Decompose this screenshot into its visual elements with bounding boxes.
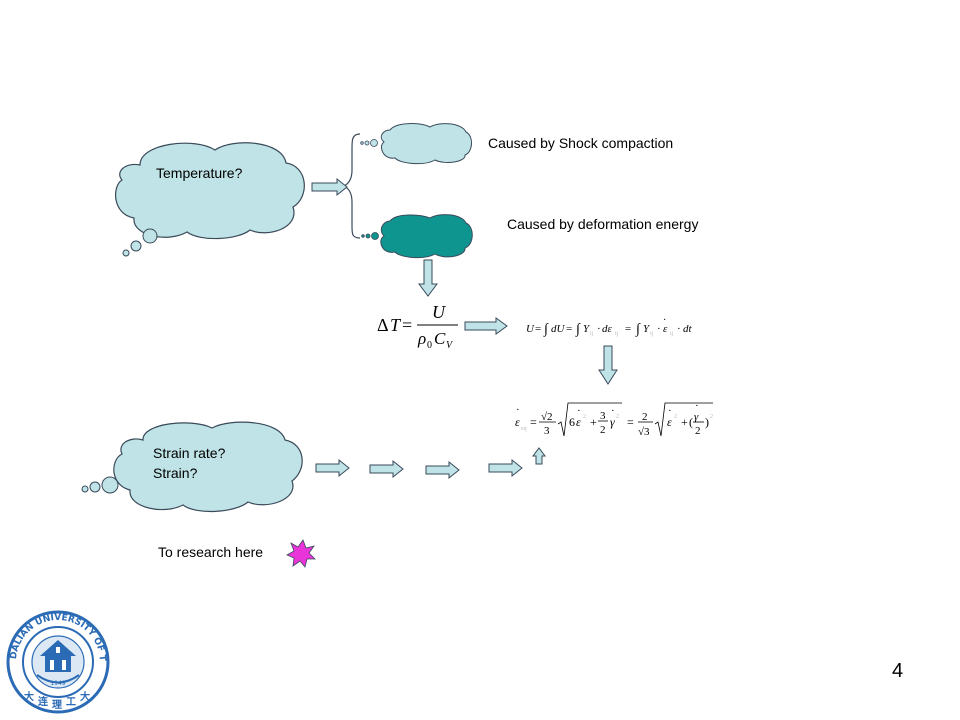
svg-text:2: 2 [600,424,606,436]
svg-text:=: = [402,315,412,335]
svg-text:ij: ij [615,331,619,337]
svg-text:=: = [627,415,634,429]
svg-text:·: · [657,323,661,335]
equation-strain-rate: ε · eq = √2 3 6 ε · 2 + 3 2 γ · 2 = 2 √3… [515,400,713,438]
svg-text:ε: ε [515,415,520,429]
svg-text:·: · [611,405,615,417]
svg-text:DALIAN UNIVERSITY OF TECHNOLOG: DALIAN UNIVERSITY OF TECHNOLOGY [0,0,107,662]
research-here-label: To research here [158,544,264,560]
arrow-strain-3 [425,460,460,480]
svg-text:ij: ij [650,331,654,337]
strain-cloud [81,421,303,513]
svg-text:γ: γ [610,415,615,429]
svg-text:·: · [577,405,581,417]
svg-text:U: U [526,323,535,335]
arrow-down-deformation [418,259,438,297]
arrow-strain-1 [315,458,350,478]
svg-text:dt: dt [683,323,693,335]
burst-star [286,539,316,568]
svg-text:3: 3 [544,425,550,437]
svg-text:·: · [695,400,699,412]
svg-text:√2: √2 [541,411,553,423]
arrow-to-energy [464,317,508,335]
strain-rate-label: Strain rate? [153,445,226,461]
svg-text:): ) [705,415,709,429]
svg-text:·: · [663,315,666,326]
svg-text:eq: eq [521,426,527,432]
shock-cloud [360,123,472,165]
svg-text:2: 2 [583,414,586,420]
svg-text:U: U [432,302,446,322]
svg-text:=: = [566,323,572,335]
svg-text:3: 3 [600,410,606,422]
equation-energy: U = ∫ dU = ∫ Y ij · dε ij = ∫ Y ij · ε ·… [526,315,693,337]
svg-text:2: 2 [674,414,677,420]
svg-text:ε: ε [576,415,581,429]
svg-text:大: 大 [80,690,90,703]
svg-text:C: C [434,329,446,348]
page-number: 4 [892,660,904,682]
svg-text:0: 0 [427,340,432,351]
svg-text:ij: ij [590,331,594,337]
svg-text:dU: dU [551,323,566,335]
svg-text:连: 连 [38,695,49,708]
svg-text:√3: √3 [638,426,650,438]
arrow-strain-2 [369,459,404,479]
svg-text:=: = [625,323,631,335]
deformation-energy-label: Caused by deformation energy [507,216,699,232]
svg-text:γ: γ [694,411,699,423]
svg-text:T: T [390,315,402,335]
svg-text:ij: ij [670,331,674,337]
svg-text:Δ: Δ [377,315,389,335]
svg-text:2: 2 [616,414,619,420]
svg-text:ρ: ρ [417,329,426,348]
equation-delta-t: Δ T = U ρ 0 C V [377,302,458,351]
svg-text:∫: ∫ [543,322,549,337]
svg-text:理: 理 [52,699,62,711]
svg-text:Y: Y [583,323,591,335]
svg-text:Y: Y [643,323,651,335]
svg-text:∫: ∫ [575,322,581,337]
svg-text:=: = [535,323,541,335]
arrow-down-energy [598,345,618,385]
svg-text:工: 工 [66,697,76,708]
svg-text:大: 大 [24,690,34,703]
svg-text:+: + [590,415,597,429]
university-logo: DALIAN UNIVERSITY OF TECHNOLOGY 1949 大连 … [0,0,110,714]
arrow-temperature [311,177,348,197]
svg-text:1949: 1949 [50,680,65,687]
temperature-label: Temperature? [156,165,243,181]
arrow-strain-4 [488,458,523,478]
svg-text:ε: ε [667,415,672,429]
svg-text:2: 2 [642,411,648,423]
svg-text:2: 2 [710,414,713,420]
svg-text:=: = [530,415,537,429]
strain-label: Strain? [153,465,198,481]
arrow-up [532,447,546,465]
svg-text:·: · [668,405,672,417]
svg-text:ε: ε [663,323,668,335]
temperature-cloud [115,142,305,257]
svg-text:dε: dε [602,323,613,335]
shock-compaction-label: Caused by Shock compaction [488,135,674,151]
svg-text:·: · [516,404,520,416]
svg-text:∫: ∫ [635,322,641,337]
svg-text:(: ( [689,415,693,429]
svg-text:2: 2 [695,425,701,437]
deformation-cloud [361,214,473,259]
svg-text:·: · [677,323,681,335]
svg-text:+: + [681,415,688,429]
svg-text:V: V [446,340,454,351]
svg-text:·: · [597,323,601,335]
svg-text:6: 6 [569,415,575,429]
